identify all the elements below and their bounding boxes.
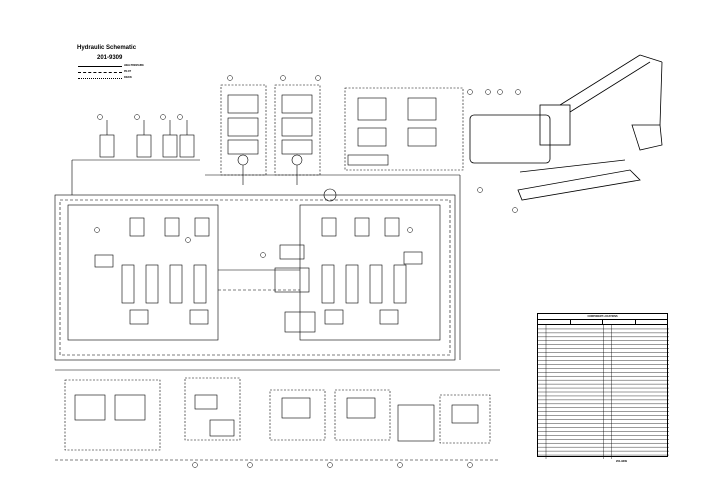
legend-line-high-pressure bbox=[78, 66, 122, 67]
cylinder-group bbox=[99, 120, 195, 158]
left-control-valve-bank bbox=[94, 217, 210, 325]
table-header-row bbox=[538, 320, 667, 325]
document-number: 201-9309 bbox=[616, 460, 627, 463]
table-header-cell bbox=[538, 320, 571, 324]
table-body bbox=[538, 325, 669, 459]
table-header-cell bbox=[571, 320, 603, 324]
pump-group-right bbox=[274, 84, 321, 185]
center-swivel-valves bbox=[274, 188, 337, 333]
table-header-cell bbox=[636, 320, 668, 324]
main-circuit-frame bbox=[54, 159, 461, 361]
lower-hydraulic-systems bbox=[55, 369, 500, 461]
legend-line-drain bbox=[78, 78, 122, 79]
schematic-title: Hydraulic Schematic bbox=[77, 45, 137, 51]
right-control-valve-bank bbox=[321, 217, 423, 325]
legend-label-pilot: PILOT bbox=[124, 70, 132, 73]
excavator-illustration bbox=[469, 54, 663, 201]
legend-label-high-pressure: HIGH PRESSURE bbox=[124, 64, 144, 67]
callout-markers bbox=[94, 75, 521, 468]
pilot-pump-group bbox=[344, 87, 464, 171]
legend-line-pilot bbox=[78, 72, 122, 73]
table-header-cell bbox=[603, 320, 636, 324]
schematic-number: 201-9309 bbox=[97, 55, 123, 61]
legend-label-drain: DRAIN bbox=[124, 76, 132, 79]
component-location-table: COMPONENT LOCATIONS bbox=[537, 313, 669, 459]
pump-group-left bbox=[220, 84, 267, 185]
table-title: COMPONENT LOCATIONS bbox=[538, 314, 667, 320]
